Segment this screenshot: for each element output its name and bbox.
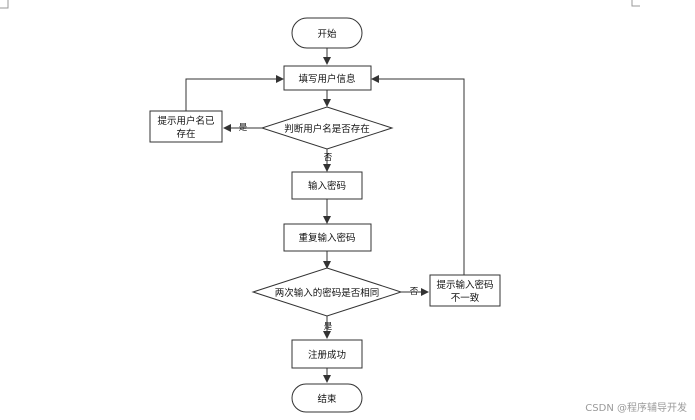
fill-user-info-label: 填写用户信息: [298, 73, 355, 85]
username-exists-box: [149, 110, 223, 143]
username-exists-label-line2: 存在: [176, 128, 195, 140]
edge-label-no-exists: 否: [324, 153, 333, 163]
compare-passwords-label: 两次输入的密码是否相同: [275, 287, 380, 299]
connectors: [185, 48, 465, 383]
fill-user-info-box: [283, 65, 372, 91]
compare-passwords-diamond: [251, 267, 403, 317]
repeat-password-box: [283, 223, 372, 252]
mismatch-label-line2: 不一致: [451, 292, 480, 304]
mismatch-label-line1: 提示输入密码: [436, 279, 493, 291]
page-corner-marks: [0, 0, 640, 9]
check-username-label: 判断用户名是否存在: [284, 123, 370, 135]
end-label: 结束: [317, 393, 337, 405]
end-terminal: [291, 383, 363, 413]
edge-label-yes-exists: 是: [239, 123, 248, 133]
csdn-watermark: CSDN @程序辅导开发: [585, 403, 687, 414]
repeat-password-label: 重复输入密码: [298, 232, 355, 244]
check-username-diamond: [260, 106, 394, 150]
start-terminal: [291, 17, 363, 49]
start-label: 开始: [317, 28, 337, 40]
edge-mismatch-back: [371, 75, 465, 275]
register-success-label: 注册成功: [308, 349, 346, 361]
edge-exists-back: [185, 75, 284, 111]
mismatch-box: [429, 274, 501, 307]
nodes: [149, 17, 501, 413]
username-exists-label-line1: 提示用户名已: [157, 115, 215, 127]
enter-password-label: 输入密码: [308, 180, 346, 192]
edge-labels: 是 否 否 是: [239, 123, 419, 332]
node-labels: 开始 填写用户信息 判断用户名是否存在 提示用户名已 存在 输入密码 重复输入密…: [157, 28, 493, 405]
edge-label-no-same: 否: [410, 287, 419, 297]
enter-password-box: [291, 171, 363, 200]
edge-label-yes-same: 是: [324, 322, 333, 332]
register-success-box: [291, 339, 363, 369]
